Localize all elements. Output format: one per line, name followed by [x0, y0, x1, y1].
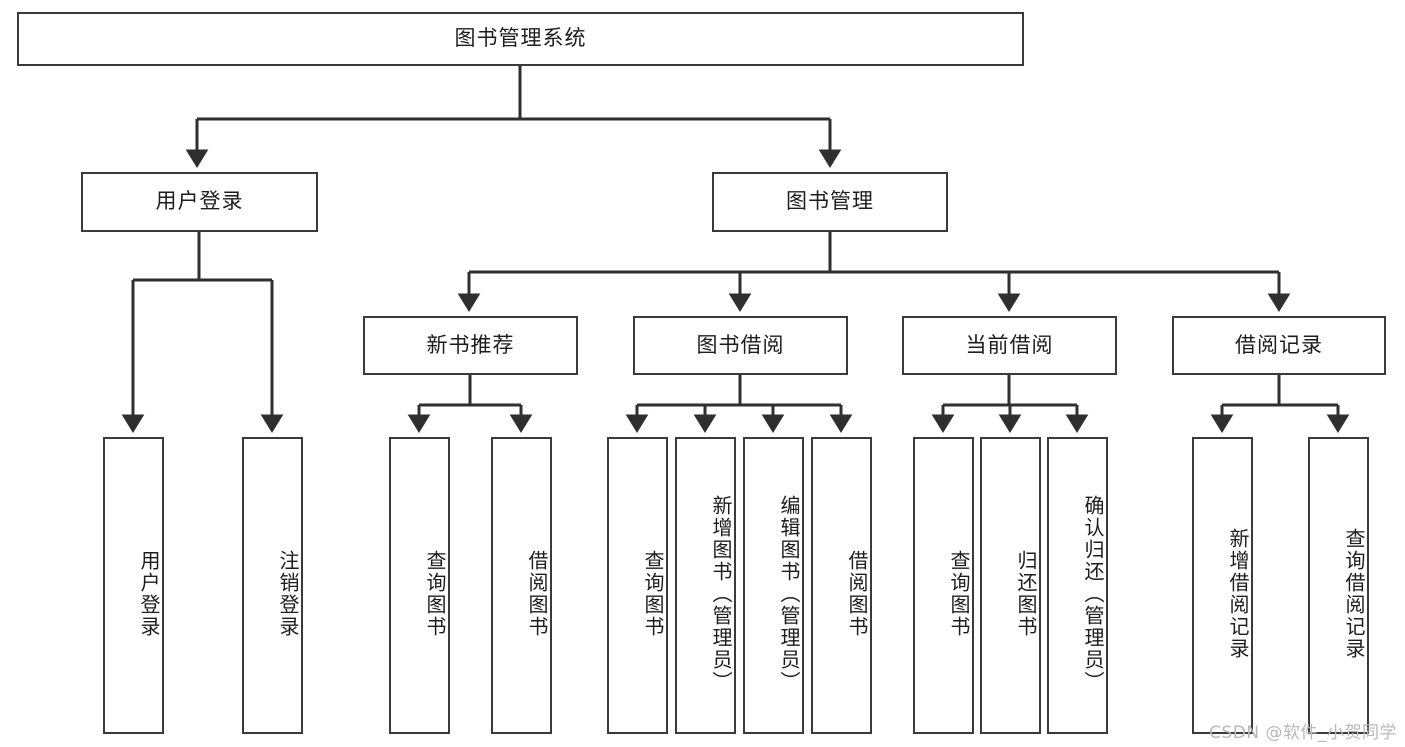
node-leaf-query-book-1[interactable]: 查询图书: [389, 437, 450, 734]
node-leaf-return-book[interactable]: 归还图书: [980, 437, 1041, 734]
node-leaf-query-book-1-label: 查询图书: [423, 549, 447, 638]
node-leaf-return-book-label: 归还图书: [1014, 549, 1038, 638]
node-new-book-recommend[interactable]: 新书推荐: [363, 316, 578, 375]
node-leaf-edit-book-label: 编辑图书（管理员）: [777, 494, 801, 693]
node-leaf-logout[interactable]: 注销登录: [242, 437, 303, 734]
node-leaf-borrow-book-2-label: 借阅图书: [845, 549, 869, 638]
node-leaf-query-book-2[interactable]: 查询图书: [607, 437, 668, 734]
node-leaf-add-record[interactable]: 新增借阅记录: [1192, 437, 1253, 734]
node-user-login-label: 用户登录: [155, 189, 244, 214]
node-leaf-borrow-book-2[interactable]: 借阅图书: [811, 437, 872, 734]
node-root[interactable]: 图书管理系统: [17, 12, 1024, 66]
node-leaf-borrow-book-1[interactable]: 借阅图书: [491, 437, 552, 734]
node-root-label: 图书管理系统: [454, 26, 587, 51]
node-borrow-record[interactable]: 借阅记录: [1172, 316, 1386, 375]
node-book-management-label: 图书管理: [786, 189, 874, 214]
node-leaf-query-record[interactable]: 查询借阅记录: [1308, 437, 1369, 734]
node-leaf-user-login-label: 用户登录: [137, 549, 161, 638]
node-leaf-logout-label: 注销登录: [276, 549, 300, 638]
node-leaf-add-book[interactable]: 新增图书（管理员）: [675, 437, 736, 734]
node-current-borrow[interactable]: 当前借阅: [902, 316, 1117, 375]
node-leaf-edit-book[interactable]: 编辑图书（管理员）: [743, 437, 804, 734]
watermark: CSDN @软件_小贺同学: [1209, 723, 1397, 743]
node-user-login[interactable]: 用户登录: [81, 172, 318, 232]
node-leaf-query-book-2-label: 查询图书: [641, 549, 665, 638]
node-current-borrow-label: 当前借阅: [965, 332, 1054, 357]
node-leaf-query-record-label: 查询借阅记录: [1342, 527, 1366, 660]
node-book-borrow[interactable]: 图书借阅: [633, 316, 848, 375]
node-leaf-user-login[interactable]: 用户登录: [103, 437, 164, 734]
node-leaf-borrow-book-1-label: 借阅图书: [525, 549, 549, 638]
node-leaf-confirm-return[interactable]: 确认归还（管理员）: [1047, 437, 1108, 734]
node-book-management[interactable]: 图书管理: [712, 172, 948, 232]
node-book-borrow-label: 图书借阅: [696, 332, 785, 357]
node-leaf-query-book-3[interactable]: 查询图书: [913, 437, 974, 734]
node-borrow-record-label: 借阅记录: [1235, 332, 1323, 357]
node-leaf-query-book-3-label: 查询图书: [947, 549, 971, 638]
node-leaf-add-book-label: 新增图书（管理员）: [709, 494, 733, 693]
node-new-book-recommend-label: 新书推荐: [426, 332, 515, 357]
node-leaf-confirm-return-label: 确认归还（管理员）: [1081, 494, 1105, 693]
node-leaf-add-record-label: 新增借阅记录: [1226, 527, 1250, 660]
